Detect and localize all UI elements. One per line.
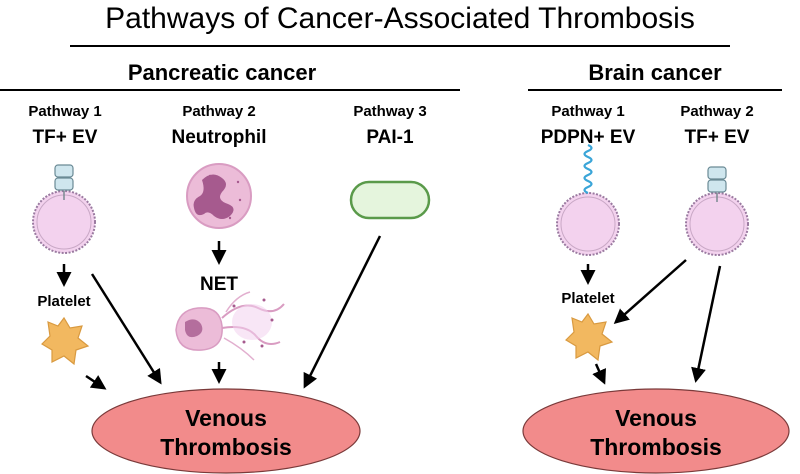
diagram-title: Pathways of Cancer-Associated Thrombosis xyxy=(105,2,695,35)
net-icon xyxy=(175,291,285,361)
brain-outcome-line2: Thrombosis xyxy=(590,434,722,460)
brain-platelet-icon xyxy=(565,312,614,362)
arrow-tfev-to-thrombosis xyxy=(90,273,162,385)
brain-heading: Brain cancer xyxy=(588,60,722,85)
pancreatic-pathway3-label: Pathway 3 xyxy=(353,103,426,120)
pancreatic-heading: Pancreatic cancer xyxy=(128,60,317,85)
arrow-platelet-to-thrombosis xyxy=(85,374,107,390)
pancreatic-pathway1-label: Pathway 1 xyxy=(28,103,101,120)
pancreatic-outcome-line1: Venous xyxy=(185,405,267,431)
tf-ev-icon xyxy=(32,164,96,254)
brain-tf-ev-icon xyxy=(685,166,749,256)
pai1-icon xyxy=(349,180,431,220)
brain-pathway1-label: Pathway 1 xyxy=(551,103,624,120)
platelet-icon xyxy=(41,316,90,366)
arrow-brain-tfev-to-thrombosis xyxy=(691,265,722,383)
net-label: NET xyxy=(200,274,238,295)
brain-thrombosis-ellipse xyxy=(522,388,790,474)
pancreatic-outcome-line2: Thrombosis xyxy=(160,434,292,460)
pancreatic-pathway1-name: TF+ EV xyxy=(33,127,98,148)
pancreatic-thrombosis-ellipse xyxy=(91,388,361,474)
brain-pathway2-label: Pathway 2 xyxy=(680,103,753,120)
brain-platelet-label: Platelet xyxy=(561,290,614,307)
brain-pathway1-name: PDPN+ EV xyxy=(541,127,636,148)
pdpn-ev-icon xyxy=(556,143,620,256)
pancreatic-platelet-label: Platelet xyxy=(37,293,90,310)
brain-outcome-line1: Venous xyxy=(615,405,697,431)
brain-pathway2-name: TF+ EV xyxy=(685,127,750,148)
pancreatic-pathway3-name: PAI-1 xyxy=(366,127,414,148)
arrow-pai1-to-thrombosis xyxy=(303,235,382,389)
neutrophil-icon xyxy=(186,163,252,229)
arrow-brain-platelet-to-thrombosis xyxy=(592,363,606,385)
pancreatic-pathway2-label: Pathway 2 xyxy=(182,103,255,120)
pancreatic-pathway2-name: Neutrophil xyxy=(172,127,267,148)
arrow-brain-tfev-to-platelet xyxy=(613,259,687,324)
